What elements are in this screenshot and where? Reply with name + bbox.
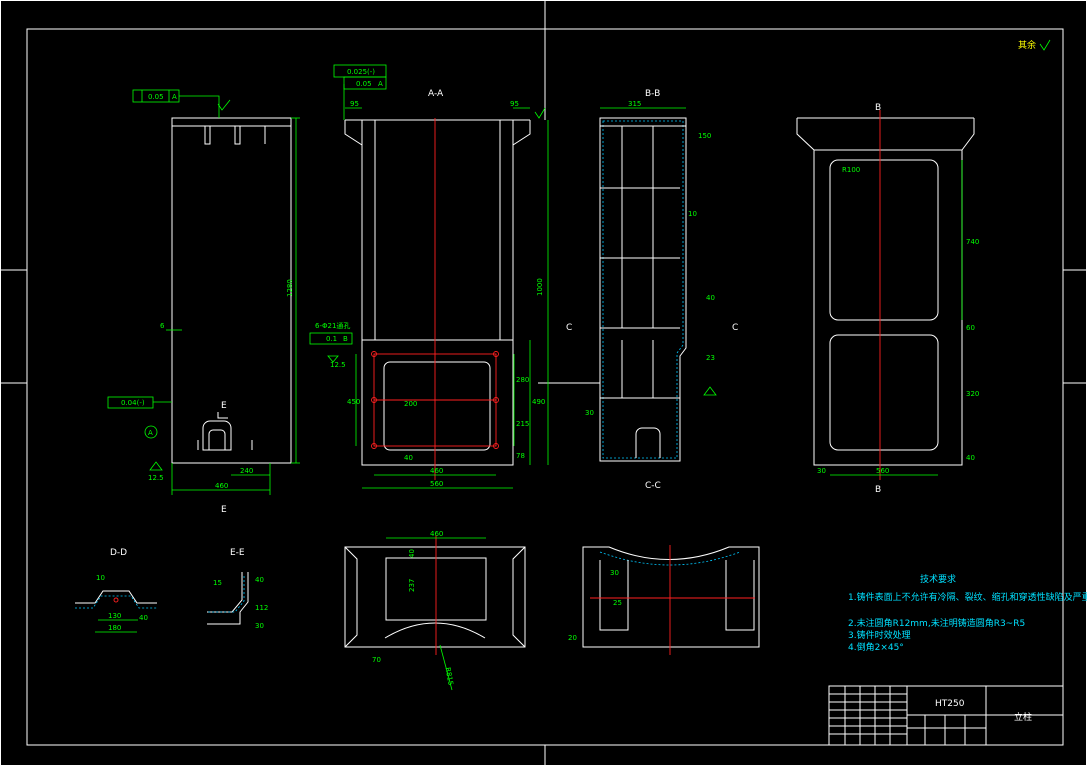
front-view: 1280 460 240 0.05 A 0.04(-) A 12.5 6 E E	[107, 89, 300, 515]
ee-label: E-E	[230, 548, 245, 558]
ee-d40: 40	[255, 576, 264, 584]
aa-d490: 490	[532, 398, 545, 406]
bb-label: B-B	[645, 89, 660, 99]
aa-tol: 0.025(-)	[347, 68, 375, 76]
bb-c2: C	[566, 323, 572, 333]
aa-d450: 450	[347, 398, 360, 406]
front-height: 1280	[286, 279, 294, 297]
dd-d130: 130	[108, 612, 121, 620]
title-name: 立柱	[1014, 711, 1032, 723]
side-view: 740 60 320 40 560 30 R100 B B	[796, 103, 979, 495]
roughness-label: 其余	[1018, 39, 1036, 51]
side-d60: 60	[966, 324, 975, 332]
side-d30: 30	[817, 467, 826, 475]
bottom-r: R815	[444, 667, 455, 686]
section-ee: E-E 15 40 112 30	[207, 548, 268, 630]
section-bb: B-B 315 150 10 40 23 30 C C C-C	[566, 89, 738, 491]
side-d40: 40	[966, 454, 975, 462]
ee-d112: 112	[255, 604, 268, 612]
section-aa: A-A 0.025(-) 0.05 A 95 95 1000 0.1 B 6-Φ…	[309, 64, 549, 489]
bottom-d237: 237	[408, 579, 416, 592]
aa-d200: 200	[404, 400, 417, 408]
side-d560: 560	[876, 467, 889, 475]
aa-d78: 78	[516, 452, 525, 460]
ee-d15: 15	[213, 579, 222, 587]
front-d240: 240	[240, 467, 253, 475]
tech-item-4: 4.倒角2×45°	[848, 641, 904, 653]
aa-d460: 460	[430, 467, 443, 475]
bb-d315: 315	[628, 100, 641, 108]
roughness-note: 其余	[1018, 39, 1051, 51]
front-flat: 0.04(-)	[121, 399, 145, 407]
tech-item-3: 3.铸件时效处理	[848, 629, 911, 641]
aa-d560: 560	[430, 480, 443, 488]
bb-d30: 30	[585, 409, 594, 417]
aa-label: A-A	[428, 89, 444, 99]
ee-d30: 30	[255, 622, 264, 630]
front-e1: E	[221, 401, 227, 411]
bsec-d20: 20	[568, 634, 577, 642]
tech-item-1: 1.铸件表面上不允许有冷隔、裂纹、缩孔和穿透性缺陷及严重的残缺类缺陷（如欠铸、机…	[848, 591, 1087, 603]
title-material: HT250	[935, 699, 965, 709]
front-r12: 12.5	[148, 474, 164, 482]
bottom-d40: 40	[408, 549, 416, 558]
side-d740: 740	[966, 238, 979, 246]
aa-datum: A	[378, 80, 383, 88]
front-d460: 460	[215, 482, 228, 490]
aa-pos: 0.1	[326, 335, 337, 343]
aa-tol2: 0.05	[356, 80, 372, 88]
aa-holes: 6-Φ21通孔	[315, 321, 350, 330]
bottom-section-view: 30 25 20	[568, 545, 760, 655]
side-b1: B	[875, 103, 881, 113]
tech-title: 技术要求	[920, 573, 956, 585]
dd-d40: 40	[139, 614, 148, 622]
bsec-d30: 30	[610, 569, 619, 577]
bb-d23: 23	[706, 354, 715, 362]
front-tol1: 0.05	[148, 93, 164, 101]
bsec-d25: 25	[613, 599, 622, 607]
bb-d40: 40	[706, 294, 715, 302]
aa-height: 1000	[536, 278, 544, 296]
dd-d10: 10	[96, 574, 105, 582]
aa-datumB: B	[343, 335, 348, 343]
bb-d150: 150	[698, 132, 711, 140]
side-r: R100	[842, 166, 860, 174]
bottom-d70: 70	[372, 656, 381, 664]
front-b6: 6	[160, 322, 165, 330]
tech-requirements: 技术要求 1.铸件表面上不允许有冷隔、裂纹、缩孔和穿透性缺陷及严重的残缺类缺陷（…	[848, 573, 1087, 653]
bb-c1: C	[732, 323, 738, 333]
cc-label: C-C	[645, 481, 661, 491]
front-datum1: A	[172, 93, 177, 101]
aa-d95b: 95	[510, 100, 519, 108]
tech-item-2: 2.未注圆角R12mm,未注明铸造圆角R3~R5	[848, 617, 1025, 629]
front-e2: E	[221, 505, 227, 515]
side-b2: B	[875, 485, 881, 495]
bb-d10: 10	[688, 210, 697, 218]
bottom-d460: 460	[430, 530, 443, 538]
aa-d95a: 95	[350, 100, 359, 108]
dd-d180: 180	[108, 624, 121, 632]
aa-r125: 12.5	[330, 361, 346, 369]
aa-d280: 280	[516, 376, 529, 384]
title-block: HT250 立柱	[828, 685, 1064, 746]
bottom-view: 460 40 237 70 R815	[344, 530, 526, 691]
section-dd: D-D 130 180 10 40	[75, 548, 157, 633]
aa-d40: 40	[404, 454, 413, 462]
side-d320: 320	[966, 390, 979, 398]
front-a1: A	[148, 429, 153, 437]
aa-d215: 215	[516, 420, 529, 428]
dd-label: D-D	[110, 548, 127, 558]
